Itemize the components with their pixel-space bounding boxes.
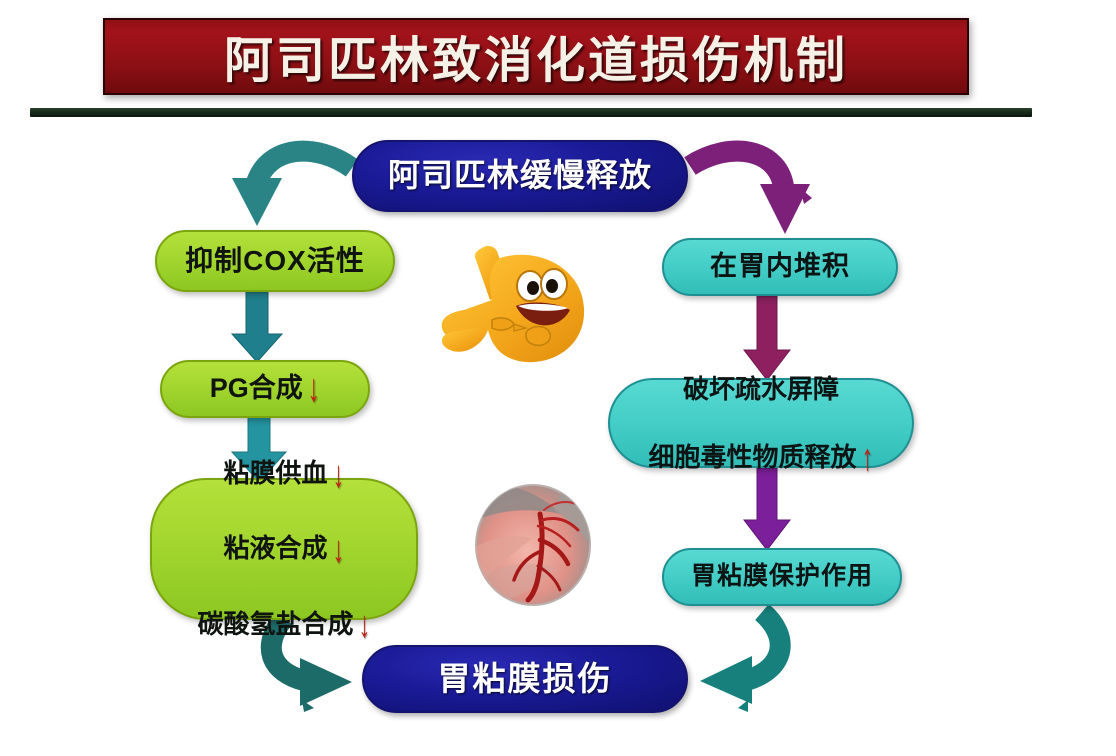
node-gastric-mucosal-injury-label: 胃粘膜损伤 <box>437 659 613 697</box>
barrier-line-2-text: 细胞毒性物质释放 <box>648 442 857 473</box>
title-banner: 阿司匹林致消化道损伤机制 <box>103 18 969 95</box>
node-pg-synthesis-label: PG合成 ↓ <box>209 369 321 408</box>
mucosa-line-1: 粘膜供血 ↓ <box>197 455 370 493</box>
connector-protect-to-damage <box>700 604 791 712</box>
node-gastric-accumulation[interactable]: 在胃内堆积 <box>662 238 898 296</box>
gastric-ulcer-endoscopy-image <box>475 484 591 606</box>
decrease-arrow-icon: ↓ <box>358 602 370 647</box>
node-aspirin-slow-release[interactable]: 阿司匹林缓慢释放 <box>352 140 688 212</box>
node-gastric-accumulation-label: 在胃内堆积 <box>710 251 850 282</box>
node-mucosal-defense-reduction-label: 粘膜供血 ↓ 粘液合成 ↓ 碳酸氢盐合成 ↓ <box>197 417 370 681</box>
mucosa-line-2-text: 粘液合成 <box>223 533 328 564</box>
increase-arrow-icon: ↑ <box>861 435 873 480</box>
header-divider-rule <box>30 108 1032 117</box>
mucosa-line-3: 碳酸氢盐合成 ↓ <box>197 606 370 644</box>
connector-barrier-to-protect <box>742 468 792 551</box>
node-inhibit-cox[interactable]: 抑制COX活性 <box>155 230 395 292</box>
mucosa-line-1-text: 粘膜供血 <box>223 457 328 488</box>
node-inhibit-cox-label: 抑制COX活性 <box>185 245 365 277</box>
connector-top-to-accumulate <box>684 140 812 234</box>
node-barrier-disruption[interactable]: 破坏疏水屏障 细胞毒性物质释放 ↑ <box>608 374 914 476</box>
connector-top-to-cox <box>232 140 359 226</box>
stomach-mascot-illustration <box>441 246 585 363</box>
decrease-arrow-icon: ↓ <box>307 366 320 411</box>
node-mucosal-protection-label: 胃粘膜保护作用 <box>690 562 873 591</box>
decrease-arrow-icon: ↓ <box>332 527 344 571</box>
decrease-arrow-icon: ↓ <box>332 451 344 496</box>
node-pg-synthesis[interactable]: PG合成 ↓ <box>160 360 370 418</box>
node-barrier-disruption-label: 破坏疏水屏障 细胞毒性物质释放 ↑ <box>648 337 873 509</box>
node-gastric-mucosal-injury[interactable]: 胃粘膜损伤 <box>362 645 688 713</box>
barrier-line-2: 细胞毒性物质释放 ↑ <box>648 435 873 480</box>
node-pg-synthesis-text: PG合成 <box>209 373 303 404</box>
node-mucosal-defense-reduction[interactable]: 粘膜供血 ↓ 粘液合成 ↓ 碳酸氢盐合成 ↓ <box>150 455 418 643</box>
node-mucosal-protection[interactable]: 胃粘膜保护作用 <box>662 548 902 606</box>
connector-accumulate-to-barrier <box>742 296 792 381</box>
mucosa-line-2: 粘液合成 ↓ <box>197 530 370 568</box>
mucosa-line-3-text: 碳酸氢盐合成 <box>197 608 354 639</box>
connector-cox-to-pg <box>230 292 284 363</box>
node-aspirin-slow-release-label: 阿司匹林缓慢释放 <box>387 157 652 194</box>
barrier-line-1: 破坏疏水屏障 <box>648 372 873 406</box>
page-title: 阿司匹林致消化道损伤机制 <box>223 34 848 88</box>
barrier-line-1-text: 破坏疏水屏障 <box>682 373 839 404</box>
connector-pg-to-mucosa <box>230 416 288 483</box>
